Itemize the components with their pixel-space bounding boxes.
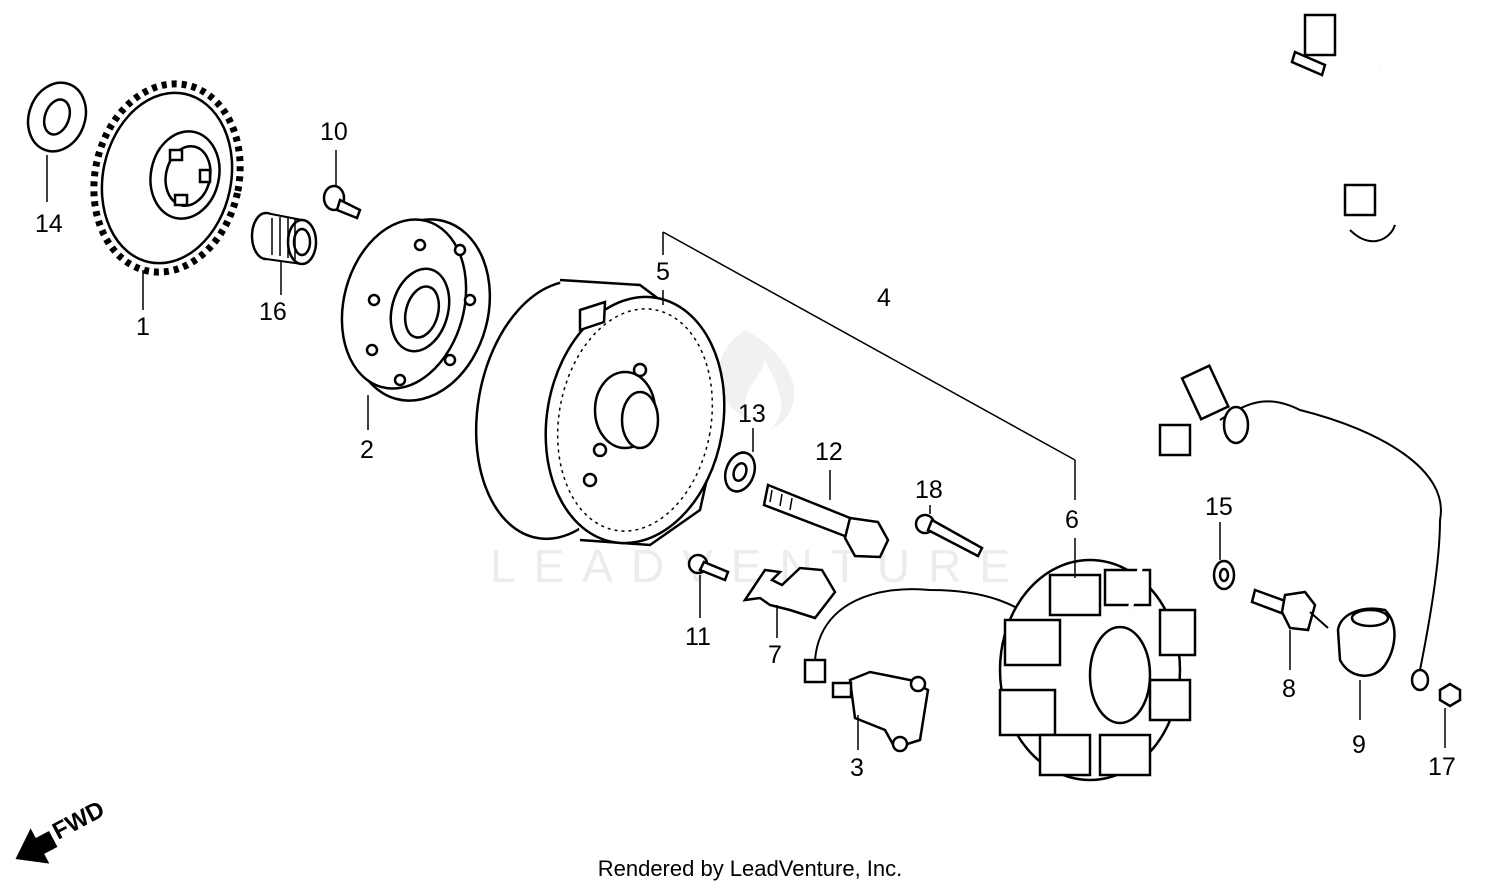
label-14: 14: [35, 210, 63, 238]
label-5: 5: [656, 258, 670, 286]
screw-part-11: [687, 553, 730, 582]
starter-clutch-part-2: [340, 218, 492, 402]
label-8: 8: [1282, 675, 1296, 703]
needle-bearing-part-16: [250, 211, 318, 266]
footer-credit: Rendered by LeadVenture, Inc.: [597, 856, 903, 881]
bracket-part-7: [742, 566, 837, 620]
bolt-part-12: [762, 483, 890, 559]
watermark-logo: [718, 330, 795, 430]
label-10: 10: [320, 118, 348, 146]
washer-part-14: [26, 81, 88, 153]
nut-part-17: [1438, 682, 1462, 708]
fwd-label: FWD: [48, 796, 109, 845]
label-1: 1: [136, 313, 150, 341]
leader-lines: [46, 150, 1446, 750]
watermark-text: LEADVENTURE: [490, 540, 1028, 592]
label-15: 15: [1205, 493, 1233, 521]
grommet-part-9: [1336, 607, 1396, 677]
switch-part-8: [1250, 588, 1329, 632]
washer-part-15: [1212, 559, 1236, 591]
washer-part-13: [723, 451, 757, 493]
label-18: 18: [915, 476, 943, 504]
label-3: 3: [850, 754, 864, 782]
bolt-part-10: [322, 184, 362, 220]
stator-part-6: [998, 558, 1197, 782]
label-13: 13: [738, 400, 766, 428]
label-6: 6: [1065, 506, 1079, 534]
label-11: 11: [685, 623, 711, 651]
label-16: 16: [259, 298, 287, 326]
bolt-part-18: [914, 513, 984, 558]
wire-harness: [1127, 13, 1473, 692]
label-2: 2: [360, 436, 374, 464]
flywheel-part-5: [474, 278, 726, 547]
label-17: 17: [1428, 753, 1456, 781]
label-4: 4: [877, 284, 891, 312]
label-7: 7: [768, 641, 782, 669]
fwd-arrow-icon: [15, 828, 58, 864]
label-9: 9: [1352, 731, 1366, 759]
starter-gear-part-1: [90, 80, 244, 276]
label-12: 12: [815, 438, 843, 466]
